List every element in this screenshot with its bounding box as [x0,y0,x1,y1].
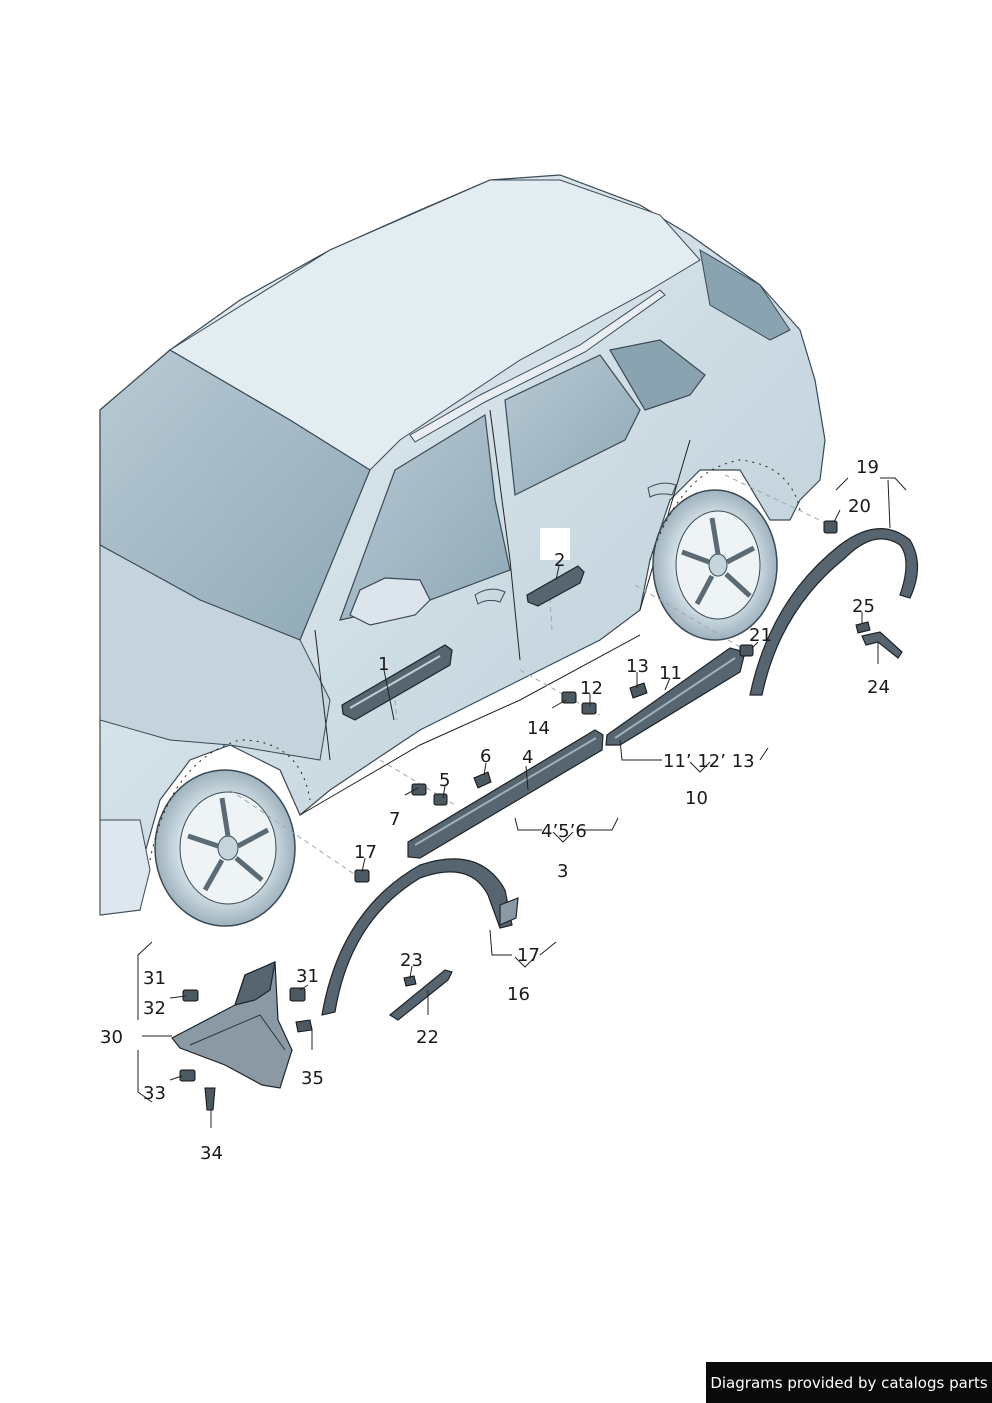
clip-31b [289,987,306,1002]
label-4: 4 [522,747,533,768]
front-wheel [154,769,296,927]
credit-text: Diagrams provided by catalogs parts [710,1373,988,1392]
front-arch-on-car [149,739,311,861]
label-13: 13 [626,656,649,677]
label-19: 19 [856,457,879,478]
part-2-trim-strip-rear [526,528,585,607]
clip-13 [629,682,648,699]
label-12: 12 [580,678,603,699]
clip-6 [473,771,492,789]
label-11: 11 [659,663,682,684]
part-24-bracket [861,631,903,659]
label-22: 22 [416,1027,439,1048]
label-23: 23 [400,950,423,971]
label-2: 2 [554,550,565,571]
part-19-rear-wheel-arch [749,528,919,696]
part-22-bracket [388,969,453,1021]
clip-31a [182,989,199,1002]
clip-25 [855,621,871,634]
label-35: 35 [301,1068,324,1089]
clip-7 [411,783,427,796]
screw-34 [204,1087,216,1111]
fasteners [179,520,871,1111]
label-34: 34 [200,1143,223,1164]
label-24: 24 [867,677,890,698]
leader-lines [137,477,907,1128]
clip-5 [433,793,448,806]
part-30-wheelhouse-liner [171,961,293,1089]
label-14: 14 [527,718,550,739]
rear-arch-on-car [649,459,801,561]
label-25: 25 [852,596,875,617]
label-30: 30 [100,1027,123,1048]
label-31b: 31 [296,966,319,987]
car-body [99,174,826,916]
label-7: 7 [389,809,400,830]
label-3: 3 [557,861,568,882]
clip-20 [823,520,838,534]
part-4-sill-panel [407,729,604,859]
part-11-rear-trim [605,647,746,746]
part-labels: 1 2 3 4 5 6 7 10 11 12 13 14 16 17 19 20… [100,457,890,1164]
label-5: 5 [439,770,450,791]
screw-35 [295,1019,313,1033]
clip-33 [179,1069,196,1082]
group-label-16: 17 [517,945,540,966]
clip-21 [739,644,754,657]
label-17a: 17 [354,842,377,863]
credit-banner: Diagrams provided by catalogs parts [706,1362,992,1403]
label-10: 10 [685,788,708,809]
label-32: 32 [143,998,166,1019]
rear-wheel [652,489,778,641]
label-1: 1 [378,654,389,675]
part-1-trim-strip-front [341,644,453,721]
group-label-10: 11’ 12’ 13 [663,751,755,772]
label-16: 16 [507,984,530,1005]
clip-12 [581,702,597,715]
group-label-3: 4’5’6 [541,821,587,842]
label-31a: 31 [143,968,166,989]
label-6: 6 [480,746,491,767]
label-21: 21 [749,625,772,646]
part-16-front-wheel-arch [321,858,519,1016]
label-20: 20 [848,496,871,517]
label-33: 33 [143,1083,166,1104]
